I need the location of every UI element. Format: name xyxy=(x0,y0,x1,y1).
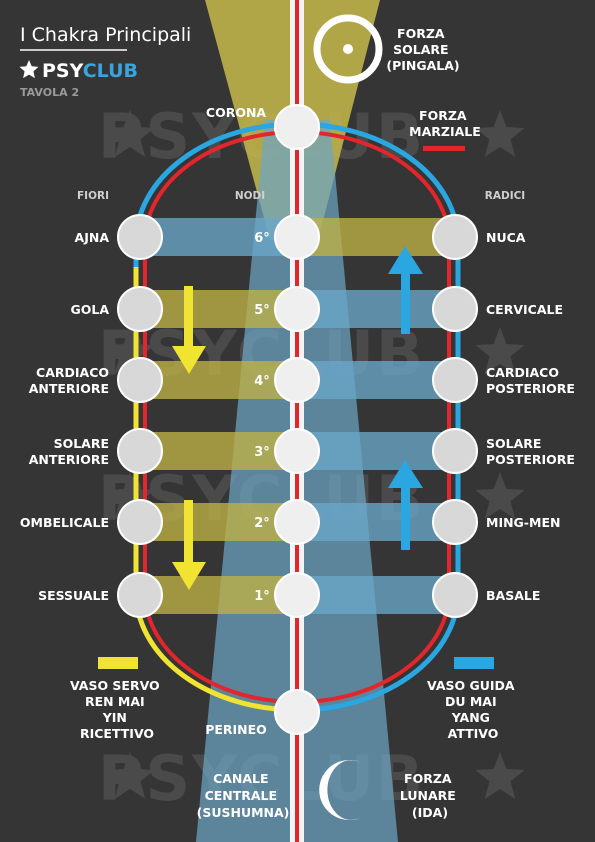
watermark-star-icon xyxy=(475,752,525,799)
center-node xyxy=(274,214,320,260)
node-number: 3° xyxy=(254,445,270,460)
du-mai-channel xyxy=(133,121,461,713)
root-label: MING-MEN xyxy=(486,515,560,530)
flower-label: OMBELICALE xyxy=(20,515,109,530)
flower-label: GOLA xyxy=(70,302,109,317)
flower-node xyxy=(117,499,163,545)
perineo-node xyxy=(274,689,320,735)
solar-force-label: FORZA SOLARE (PINGALA) xyxy=(386,26,459,73)
martial-force-swatch xyxy=(423,146,465,151)
band-right xyxy=(297,290,455,328)
column-heading-nodi: NODI xyxy=(235,190,265,202)
band-right xyxy=(297,576,455,614)
lunar-force-label: FORZA LUNARE (IDA) xyxy=(400,771,460,820)
legend-yellow-label: VASO SERVO REN MAI YIN RICETTIVO xyxy=(70,678,164,741)
watermark-star-icon xyxy=(105,327,155,374)
center-node xyxy=(274,286,320,332)
band-left xyxy=(140,361,297,399)
watermark-star-icon xyxy=(475,327,525,374)
moon-icon xyxy=(319,759,360,820)
band-left xyxy=(140,503,297,541)
brand-logo-club: CLUB xyxy=(83,60,138,82)
band-right xyxy=(297,503,455,541)
node-number: 1° xyxy=(254,589,270,604)
watermark-star-icon xyxy=(105,110,155,157)
martial-force-label: FORZA MARZIALE xyxy=(409,108,481,139)
flower-label: AJNA xyxy=(75,230,110,245)
brand-logo: PSYCLUB xyxy=(42,60,138,82)
band-right xyxy=(297,361,455,399)
brand-logo-psy: PSY xyxy=(42,60,84,82)
flower-node xyxy=(117,286,163,332)
center-node xyxy=(274,357,320,403)
root-node xyxy=(432,428,478,474)
watermark-star-icon xyxy=(475,110,525,157)
root-label: BASALE xyxy=(486,588,540,603)
root-node xyxy=(432,499,478,545)
legend-blue-label: VASO GUIDA DU MAI YANG ATTIVO xyxy=(427,678,519,741)
flower-node xyxy=(117,428,163,474)
legend-yellow-swatch xyxy=(98,657,138,669)
page-title: I Chakra Principali xyxy=(20,24,191,46)
du-mai-arrow-lower xyxy=(388,460,423,550)
energy-bands xyxy=(140,218,455,614)
chakra-nodes xyxy=(117,104,478,735)
corona-node xyxy=(274,104,320,150)
column-heading-fiori: FIORI xyxy=(77,190,109,202)
band-left xyxy=(140,290,297,328)
node-number: 4° xyxy=(254,374,270,389)
page-subtitle: TAVOLA 2 xyxy=(20,86,79,99)
center-node xyxy=(274,572,320,618)
column-heading-radici: RADICI xyxy=(485,190,525,202)
central-channel-label: CANALE CENTRALE (SUSHUMNA) xyxy=(197,771,290,820)
root-node xyxy=(432,572,478,618)
band-left xyxy=(140,576,297,614)
node-number: 5° xyxy=(254,303,270,318)
center-node xyxy=(274,499,320,545)
root-node xyxy=(432,286,478,332)
central-channel-core xyxy=(295,0,299,842)
center-node xyxy=(274,428,320,474)
legend-blue-swatch xyxy=(454,657,494,669)
band-left xyxy=(140,432,297,470)
flower-node xyxy=(117,572,163,618)
root-label: NUCA xyxy=(486,230,526,245)
root-label: CERVICALE xyxy=(486,302,563,317)
ren-mai-arrow-lower xyxy=(172,500,206,590)
node-label-perineo: PERINEO xyxy=(205,722,267,737)
flower-node xyxy=(117,357,163,403)
flower-node xyxy=(117,214,163,260)
watermark-star-icon xyxy=(105,472,155,519)
band-left xyxy=(140,218,297,256)
node-label-corona: CORONA xyxy=(206,105,267,120)
node-number: 6° xyxy=(254,231,270,246)
sun-icon xyxy=(313,14,383,84)
watermark-star-icon xyxy=(105,752,155,799)
du-mai-arrow-upper xyxy=(388,246,423,334)
node-number: 2° xyxy=(254,516,270,531)
brand-star-icon xyxy=(19,60,39,79)
root-node xyxy=(432,357,478,403)
band-right xyxy=(297,218,455,256)
watermark-star-icon xyxy=(475,472,525,519)
root-node xyxy=(432,214,478,260)
flower-label: SESSUALE xyxy=(38,588,109,603)
ren-mai-arrow-upper xyxy=(172,286,206,374)
band-right xyxy=(297,432,455,470)
